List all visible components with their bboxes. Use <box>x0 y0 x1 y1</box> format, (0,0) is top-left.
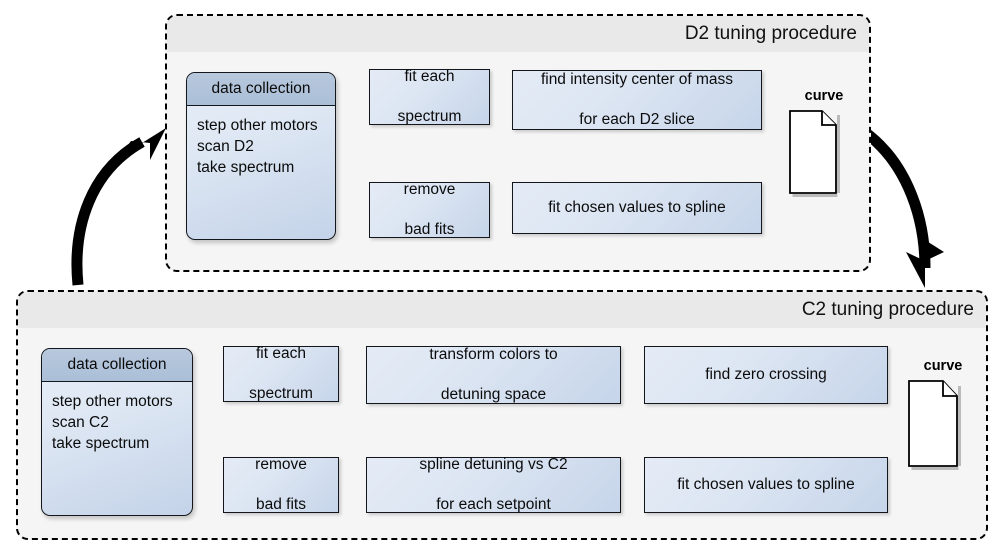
process-box-text: fit chosen values to spline <box>665 475 867 495</box>
process-box-find-zero-crossing-c2[interactable]: find zero crossing <box>644 346 888 404</box>
process-box-fit-each-spectrum-d2[interactable]: fit each spectrum <box>369 67 490 127</box>
data-collection-step: scan C2 <box>52 414 109 431</box>
process-box-text: remove bad fits <box>243 455 319 515</box>
data-collection-header-c2: data collection <box>42 349 192 382</box>
process-box-text: find intensity center of mass for each D… <box>529 70 745 130</box>
data-collection-steps-c2: step other motors scan C2 take spectrum <box>42 382 192 454</box>
output-curve-label-c2: curve <box>923 358 963 374</box>
data-collection-step: step other motors <box>52 393 173 410</box>
arrow-c2-to-d2 <box>71 137 145 286</box>
arrowhead-c2-to-d2 <box>118 128 166 160</box>
process-box-line: spectrum <box>249 385 313 402</box>
process-box-fit-chosen-values-to-spline-d2[interactable]: fit chosen values to spline <box>512 182 762 234</box>
data-collection-header-d2: data collection <box>187 73 335 106</box>
process-box-text: remove bad fits <box>392 180 468 240</box>
process-box-line: spline detuning vs C2 <box>419 456 568 473</box>
process-box-text: spline detuning vs C2 for each setpoint <box>407 455 579 515</box>
process-box-line: fit chosen values to spline <box>677 476 855 493</box>
process-box-line: remove <box>255 456 307 473</box>
process-box-line: bad fits <box>256 496 306 513</box>
output-curve-c2[interactable]: curve <box>908 358 978 470</box>
process-box-remove-bad-fits-c2[interactable]: remove bad fits <box>223 455 339 515</box>
panel-titlebar-d2 <box>167 16 869 52</box>
process-box-line: remove <box>403 181 456 198</box>
process-box-line: bad fits <box>404 221 455 238</box>
process-box-spline-detuning-vs-c2[interactable]: spline detuning vs C2 for each setpoint <box>366 455 621 515</box>
arrowhead-d2-to-c2 <box>906 240 944 288</box>
data-collection-box-d2[interactable]: data collection step other motors scan D… <box>186 72 336 240</box>
process-box-line: find intensity center of mass <box>540 71 734 88</box>
process-box-text: transform colors to detuning space <box>417 345 569 405</box>
output-curve-label-d2: curve <box>804 88 844 104</box>
panel-titlebar-c2 <box>18 292 986 328</box>
data-collection-step: take spectrum <box>52 435 150 452</box>
process-box-text: find zero crossing <box>693 365 838 385</box>
process-box-text: fit chosen values to spline <box>536 198 738 218</box>
data-collection-step: scan D2 <box>197 138 254 155</box>
process-box-fit-each-spectrum-c2[interactable]: fit each spectrum <box>223 344 339 404</box>
process-box-line: find zero crossing <box>705 366 827 383</box>
process-box-line: transform colors to <box>429 346 558 363</box>
panel-title-c2: C2 tuning procedure <box>801 299 974 320</box>
data-collection-step: step other motors <box>197 117 318 134</box>
process-box-transform-colors-to-detuning-space-c2[interactable]: transform colors to detuning space <box>366 346 621 404</box>
process-box-fit-chosen-values-to-spline-c2[interactable]: fit chosen values to spline <box>644 457 888 513</box>
process-box-line: for each D2 slice <box>579 111 695 128</box>
process-box-line: fit each <box>404 68 455 85</box>
data-collection-steps-d2: step other motors scan D2 take spectrum <box>187 106 335 178</box>
process-box-line: detuning space <box>440 386 547 403</box>
process-box-text: fit each spectrum <box>237 344 325 404</box>
process-box-line: fit each <box>256 345 306 362</box>
document-icon <box>908 380 961 470</box>
data-collection-step: take spectrum <box>197 159 295 176</box>
process-box-line: for each setpoint <box>436 496 551 513</box>
process-box-remove-bad-fits-d2[interactable]: remove bad fits <box>369 180 490 240</box>
process-box-text: fit each spectrum <box>386 67 474 127</box>
panel-title-d2: D2 tuning procedure <box>684 23 857 44</box>
document-icon <box>789 110 840 197</box>
process-box-find-intensity-center-of-mass-d2[interactable]: find intensity center of mass for each D… <box>512 70 762 130</box>
data-collection-box-c2[interactable]: data collection step other motors scan C… <box>41 348 193 516</box>
process-box-line: fit chosen values to spline <box>548 199 726 216</box>
process-box-line: spectrum <box>397 108 462 125</box>
output-curve-d2[interactable]: curve <box>789 88 859 198</box>
